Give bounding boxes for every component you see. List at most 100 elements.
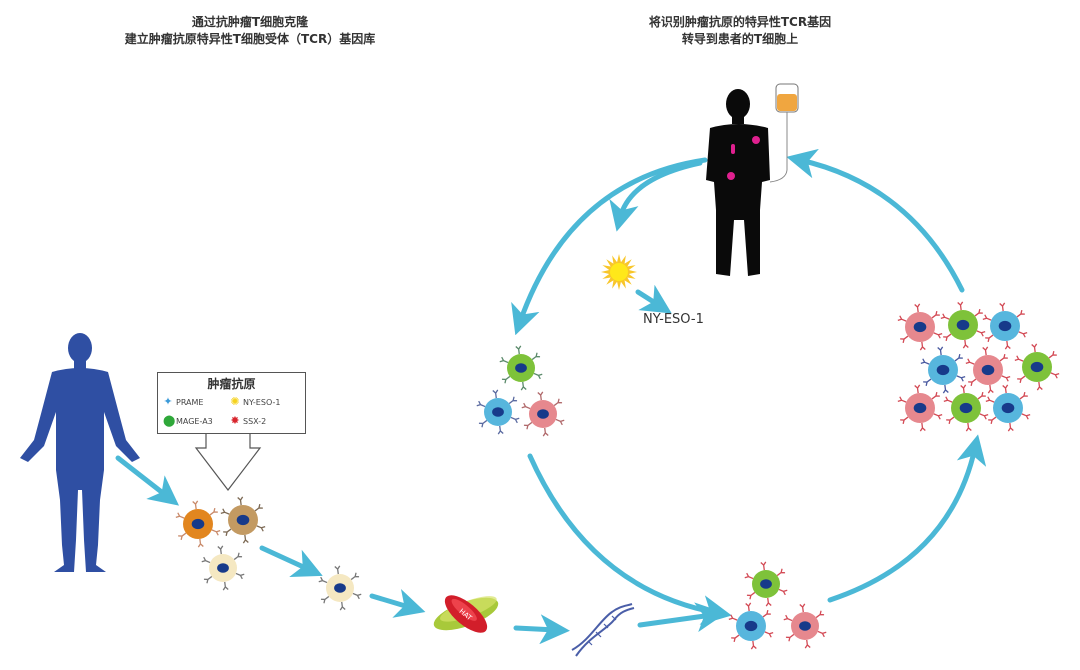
tcr-receptor xyxy=(728,614,738,621)
arrow-expansion-to-patient xyxy=(786,148,965,293)
tcr-receptor xyxy=(914,303,921,313)
tcr-receptor xyxy=(537,391,544,401)
tcr-receptor xyxy=(946,416,955,425)
tcr-receptor xyxy=(914,384,921,394)
tcr-receptor xyxy=(933,332,943,339)
tcr-receptor xyxy=(900,335,909,344)
tcr-receptor xyxy=(897,315,907,322)
cell-nucleus xyxy=(236,514,250,526)
tcr-receptor xyxy=(237,496,244,506)
expanded-t-cell-icon xyxy=(897,384,943,432)
tcr-receptor xyxy=(476,400,486,408)
tcr-receptor xyxy=(1002,384,1009,394)
arrow-donor-to-tcells xyxy=(115,455,180,506)
donor-human-icon xyxy=(20,333,140,572)
legend-label-ny-eso-1: NY-ESO-1 xyxy=(243,397,281,407)
legend-title: 肿瘤抗原 xyxy=(207,377,256,391)
tcr-receptor xyxy=(1001,375,1011,382)
tcr-receptor xyxy=(776,568,786,577)
tcr-receptor xyxy=(339,601,346,611)
tcr-receptor xyxy=(555,418,565,426)
green-blob-icon: ⬤ xyxy=(163,414,176,427)
tcr-receptor xyxy=(492,389,499,399)
tcr-receptor xyxy=(960,384,967,394)
tcr-receptor xyxy=(760,561,767,571)
cloned-t-cell-icon xyxy=(318,565,362,611)
tcr-receptor xyxy=(220,508,230,515)
tcr-receptor xyxy=(233,552,243,561)
cell-nucleus xyxy=(334,583,346,593)
legend-label-mage-a3: MAGE-A3 xyxy=(176,416,213,426)
tcr-receptor xyxy=(1017,375,1026,384)
tcr-receptor xyxy=(203,575,213,584)
tcr-receptor xyxy=(501,375,511,384)
tcr-receptor xyxy=(175,512,185,519)
cell-nucleus xyxy=(217,563,229,573)
tcr-receptor xyxy=(976,330,986,337)
tcr-receptor xyxy=(765,597,772,607)
cell-nucleus xyxy=(936,364,950,376)
tcr-receptor xyxy=(956,375,966,382)
tcr-receptor xyxy=(900,416,909,425)
tcr-receptor xyxy=(979,413,989,420)
tcr-receptor xyxy=(799,603,806,613)
tcr-receptor xyxy=(222,581,229,591)
tcr-receptor xyxy=(985,396,995,403)
caption-tcr-library: 通过抗肿瘤T细胞克隆 建立肿瘤抗原特异性T细胞受体（TCR）基因库 xyxy=(60,14,440,48)
arrow-vector-to-dna xyxy=(513,614,570,645)
arrow-clone-to-vector xyxy=(369,589,426,618)
arrow-patient-to-cells xyxy=(511,157,708,336)
cell-nucleus xyxy=(913,321,927,333)
tcr-receptor xyxy=(256,525,266,532)
tcr-receptor xyxy=(499,356,509,364)
tcr-receptor xyxy=(510,416,520,424)
tcr-receptor xyxy=(242,534,249,544)
tcr-receptor xyxy=(350,572,360,581)
tcr-receptor xyxy=(943,396,953,403)
tcr-receptor xyxy=(933,413,943,420)
tcr-receptor xyxy=(923,378,932,387)
tcr-receptor xyxy=(965,422,972,432)
cell-nucleus xyxy=(492,407,504,417)
tcr-receptor xyxy=(254,503,263,512)
legend-label-ssx-2: SSX-2 xyxy=(243,416,267,426)
tcr-receptor xyxy=(762,609,771,618)
transduced-t-cell-icon xyxy=(744,561,788,607)
cell-nucleus xyxy=(956,319,970,331)
tcr-receptor xyxy=(478,419,488,428)
legend-label-prame: PRAME xyxy=(176,397,204,407)
tcr-receptor xyxy=(943,333,952,342)
cells-layer xyxy=(175,301,1060,650)
tcr-receptor xyxy=(785,633,795,642)
caption-left-line1: 通过抗肿瘤T细胞克隆 xyxy=(191,15,309,29)
tcr-receptor xyxy=(744,572,754,580)
tcr-receptor xyxy=(235,572,245,580)
tcr-receptor xyxy=(197,538,204,548)
tcr-receptor xyxy=(937,346,944,356)
tcr-receptor xyxy=(999,353,1008,362)
caption-tcr-transduction: 将识别肿瘤抗原的特异性TCR基因 转导到患者的T细胞上 xyxy=(580,14,900,48)
tcr-receptor xyxy=(533,372,543,380)
legend-item-prame: ✦ PRAME xyxy=(163,395,204,408)
tcr-receptor xyxy=(985,334,994,343)
tcr-receptor xyxy=(318,576,328,584)
tcr-receptor xyxy=(954,353,963,362)
ny-eso-1-antigen-icon xyxy=(601,254,637,290)
tcr-receptor xyxy=(982,314,992,321)
tumor-antigen-legend: 肿瘤抗原 ✦ PRAME ✺ NY-ESO-1 ⬤ MAGE-A3 ✸ SSX-… xyxy=(157,372,306,434)
tcr-receptor xyxy=(778,588,788,596)
transduced-t-cell-icon xyxy=(783,603,827,649)
tcr-receptor xyxy=(352,592,362,600)
patient-t-cell-icon xyxy=(476,389,520,435)
patient-t-cell-icon xyxy=(499,345,543,391)
arrow-tcells-to-clone xyxy=(259,545,323,577)
patient-icon xyxy=(706,89,770,276)
viral-vector-icon: HAT xyxy=(433,595,499,633)
donor-t-cell-icon xyxy=(201,545,245,591)
tcr-receptor xyxy=(1018,331,1028,338)
tcr-receptor xyxy=(942,384,949,394)
tcr-receptor xyxy=(962,339,969,349)
patient-t-cell-icon xyxy=(521,391,565,437)
blue-cross-icon: ✦ xyxy=(163,395,173,408)
tcr-receptor xyxy=(957,301,964,311)
